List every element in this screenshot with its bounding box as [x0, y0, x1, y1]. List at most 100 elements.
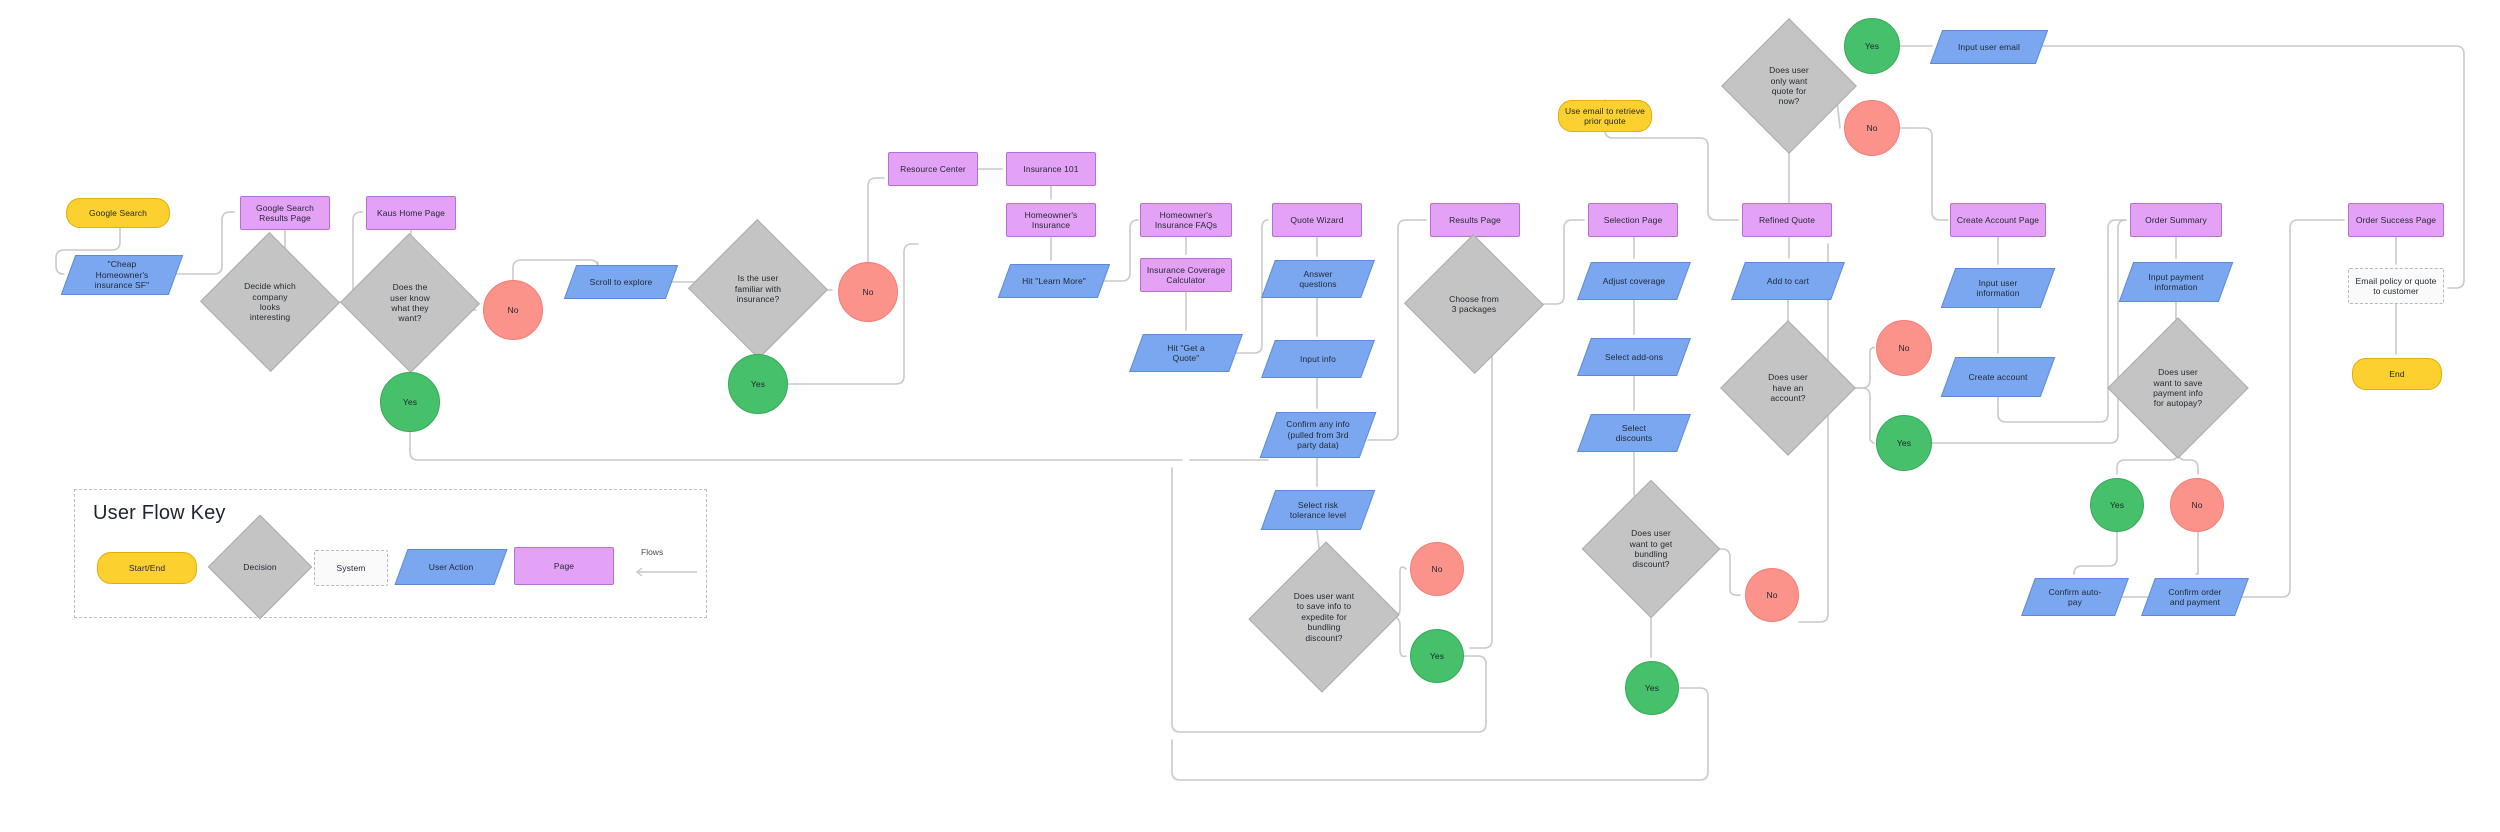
- flow-node-label: Google Search Results Page: [255, 202, 314, 223]
- flow-node-label: Confirm order and payment: [2168, 586, 2222, 607]
- flow-node-know-want-no[interactable]: No: [483, 280, 543, 340]
- legend-decision-label: Decision: [243, 561, 277, 572]
- flow-node-label: Yes: [750, 378, 766, 389]
- flow-edge: [1931, 219, 2127, 444]
- flow-node-confirm-auto-pay[interactable]: Confirm auto- pay: [2021, 578, 2129, 616]
- flow-node-input-user-email[interactable]: Input user email: [1929, 30, 2049, 64]
- flow-node-cheap-homeowners-query[interactable]: "Cheap Homeowner's insurance SF": [60, 255, 184, 295]
- flow-node-label: Order Success Page: [2355, 214, 2437, 225]
- flow-node-google-search[interactable]: Google Search: [66, 198, 170, 228]
- flow-node-familiar-yes[interactable]: Yes: [728, 354, 788, 414]
- flow-node-label: Input payment information: [2148, 271, 2204, 292]
- flow-node-label: Select risk tolerance level: [1289, 499, 1347, 520]
- flow-node-bundling-no[interactable]: No: [1745, 568, 1799, 622]
- flow-node-only-quote-no[interactable]: No: [1844, 100, 1900, 156]
- flow-node-select-risk-tolerance[interactable]: Select risk tolerance level: [1260, 490, 1376, 530]
- flow-node-label: Select discounts: [1615, 422, 1653, 443]
- flow-node-input-user-information[interactable]: Input user information: [1940, 268, 2056, 308]
- flow-node-save-info-yes[interactable]: Yes: [1410, 629, 1464, 683]
- flow-node-have-an-account[interactable]: Does user have an account?: [1720, 320, 1856, 456]
- flow-node-scroll-to-explore[interactable]: Scroll to explore: [563, 265, 679, 299]
- flow-node-label: No: [507, 304, 519, 315]
- flow-node-confirm-order-payment[interactable]: Confirm order and payment: [2141, 578, 2249, 616]
- flow-node-order-success-page[interactable]: Order Success Page: [2348, 203, 2444, 237]
- flow-node-insurance-101[interactable]: Insurance 101: [1006, 152, 1096, 186]
- flow-node-familiar-no[interactable]: No: [838, 262, 898, 322]
- flow-node-adjust-coverage[interactable]: Adjust coverage: [1577, 262, 1691, 300]
- flow-node-use-email-retrieve[interactable]: Use email to retrieve prior quote: [1558, 100, 1652, 132]
- flow-node-label: Homeowner's Insurance: [1024, 209, 1078, 230]
- flow-edge: [867, 177, 885, 263]
- flow-node-label: No: [1766, 589, 1778, 600]
- flow-node-autopay-yes[interactable]: Yes: [2090, 478, 2144, 532]
- flow-edge: [1367, 219, 1427, 441]
- flow-node-email-policy-customer[interactable]: Email policy or quote to customer: [2348, 268, 2444, 304]
- flow-node-label: Yes: [1896, 437, 1912, 448]
- flow-node-label: No: [1898, 342, 1910, 353]
- flow-node-only-quote-yes[interactable]: Yes: [1844, 18, 1900, 74]
- flow-node-label: Yes: [1429, 650, 1445, 661]
- flow-node-label: Input info: [1300, 353, 1336, 364]
- flow-node-label: Select add-ons: [1604, 351, 1664, 362]
- flow-node-user-know-what-want[interactable]: Does the user know what they want?: [339, 232, 481, 374]
- flow-node-label: Adjust coverage: [1602, 275, 1666, 286]
- flow-node-answer-questions[interactable]: Answer questions: [1261, 260, 1375, 298]
- flow-node-label: No: [1866, 122, 1878, 133]
- flow-node-confirm-any-info[interactable]: Confirm any info (pulled from 3rd party …: [1259, 412, 1377, 458]
- flow-node-label: Resource Center: [900, 163, 966, 174]
- flow-node-label: Does user want to save info to expedite …: [1293, 591, 1355, 643]
- legend-system: System: [314, 550, 388, 586]
- flow-node-label: Does user only want quote for now?: [1769, 65, 1809, 107]
- legend-user-action: User Action: [394, 549, 508, 585]
- flow-node-results-page[interactable]: Results Page: [1430, 203, 1520, 237]
- flow-node-selection-page[interactable]: Selection Page: [1588, 203, 1678, 237]
- flow-node-label: Google Search: [88, 207, 147, 218]
- flow-node-label: "Cheap Homeowner's insurance SF": [94, 259, 150, 291]
- flow-node-decide-company[interactable]: Decide which company looks interesting: [199, 231, 341, 373]
- flow-node-know-want-yes[interactable]: Yes: [380, 372, 440, 432]
- flow-node-order-summary[interactable]: Order Summary: [2130, 203, 2222, 237]
- flow-node-label: Create Account Page: [1956, 214, 2040, 225]
- flow-node-hit-learn-more[interactable]: Hit "Learn More": [997, 264, 1111, 298]
- flow-node-label: Input user email: [1957, 41, 2021, 52]
- flow-node-end[interactable]: End: [2352, 358, 2442, 390]
- flow-edge: [2195, 531, 2199, 575]
- flow-node-create-account[interactable]: Create account: [1940, 357, 2056, 397]
- flow-node-input-payment-info[interactable]: Input payment information: [2118, 262, 2234, 302]
- flow-node-save-info-no[interactable]: No: [1410, 542, 1464, 596]
- flow-node-only-want-quote[interactable]: Does user only want quote for now?: [1721, 18, 1857, 154]
- flow-node-bundling-yes[interactable]: Yes: [1625, 661, 1679, 715]
- flow-node-refined-quote[interactable]: Refined Quote: [1742, 203, 1832, 237]
- flow-node-label: Hit "Learn More": [1022, 275, 1086, 286]
- flow-node-label: No: [1431, 563, 1443, 574]
- flow-node-homeowners-insurance[interactable]: Homeowner's Insurance: [1006, 203, 1096, 237]
- legend-title: User Flow Key: [93, 502, 226, 524]
- flow-node-label: Decide which company looks interesting: [244, 281, 296, 323]
- flow-node-familiar-with-insurance[interactable]: Is the user familiar with insurance?: [687, 218, 829, 360]
- flow-node-save-info-bundling[interactable]: Does user want to save info to expedite …: [1248, 541, 1400, 693]
- flow-node-account-yes[interactable]: Yes: [1876, 415, 1932, 471]
- flow-node-coverage-calculator[interactable]: Insurance Coverage Calculator: [1140, 258, 1232, 292]
- flow-node-kaus-home-page[interactable]: Kaus Home Page: [366, 196, 456, 230]
- flow-edge: [1171, 687, 1709, 781]
- flow-node-homeowners-faqs[interactable]: Homeowner's Insurance FAQs: [1140, 203, 1232, 237]
- flow-node-select-discounts[interactable]: Select discounts: [1577, 414, 1691, 452]
- legend-user-action-label: User Action: [428, 561, 474, 572]
- flow-node-label: Answer questions: [1299, 268, 1337, 289]
- flow-node-save-payment-autopay[interactable]: Does user want to save payment info for …: [2107, 317, 2249, 459]
- flow-node-select-add-ons[interactable]: Select add-ons: [1577, 338, 1691, 376]
- flow-node-want-bundling-discount[interactable]: Does user want to get bundling discount?: [1581, 479, 1721, 619]
- flow-node-quote-wizard[interactable]: Quote Wizard: [1272, 203, 1362, 237]
- flow-node-label: Add to cart: [1766, 275, 1810, 286]
- flow-node-hit-get-a-quote[interactable]: Hit "Get a Quote": [1129, 334, 1243, 372]
- flow-node-choose-3-packages[interactable]: Choose from 3 packages: [1403, 233, 1545, 375]
- flow-node-input-info[interactable]: Input info: [1261, 340, 1375, 378]
- legend-flows-label: Flows: [641, 547, 664, 557]
- flow-node-autopay-no[interactable]: No: [2170, 478, 2224, 532]
- flow-node-label: Yes: [2109, 499, 2125, 510]
- flow-node-create-account-page[interactable]: Create Account Page: [1950, 203, 2046, 237]
- flow-node-add-to-cart[interactable]: Add to cart: [1731, 262, 1845, 300]
- flow-node-resource-center[interactable]: Resource Center: [888, 152, 978, 186]
- flow-node-google-results-page[interactable]: Google Search Results Page: [240, 196, 330, 230]
- flow-node-account-no[interactable]: No: [1876, 320, 1932, 376]
